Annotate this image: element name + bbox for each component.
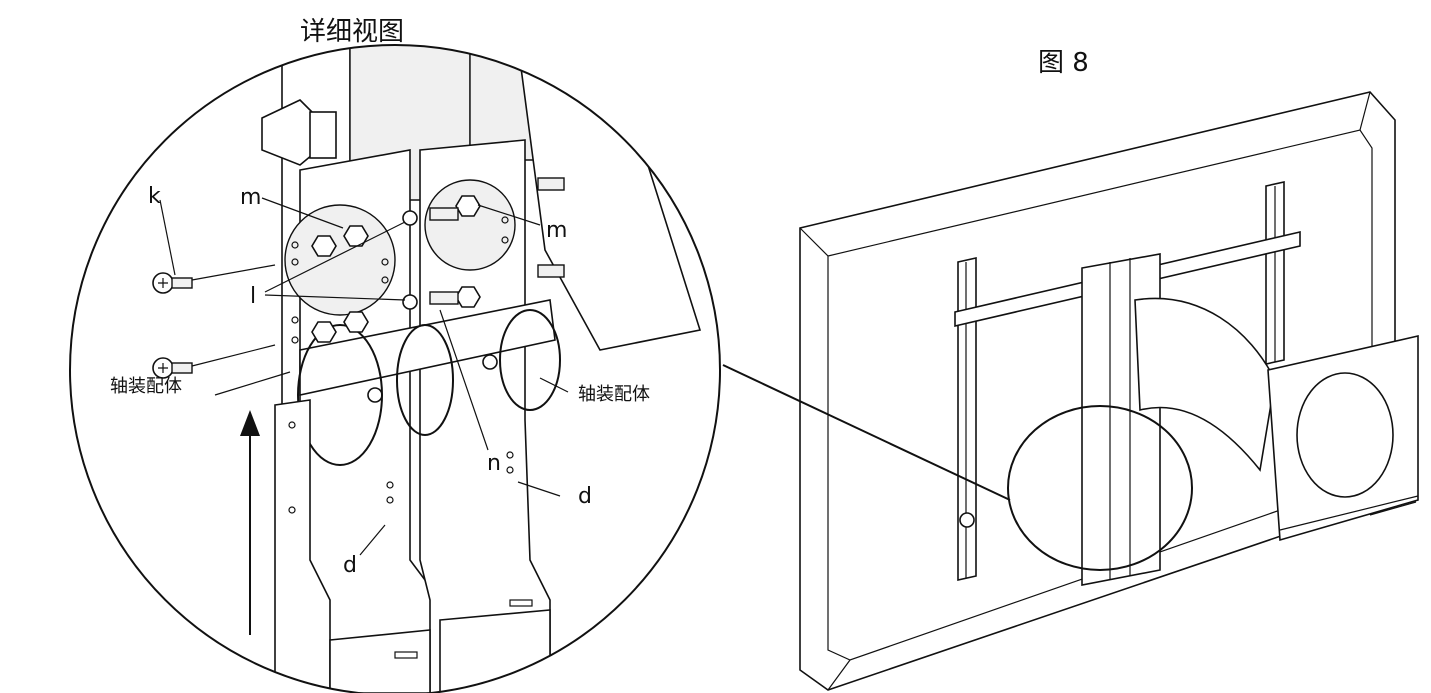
up-arrow: [240, 410, 260, 635]
center-arm: [1081, 253, 1276, 586]
bolts-n: [429, 177, 565, 305]
tv-bracket: [1267, 334, 1419, 542]
shaft-bar: [299, 299, 556, 396]
detail-leader-line: [722, 364, 1011, 501]
adjustment-knob: [261, 99, 337, 166]
figure-label: 图 8: [1038, 48, 1089, 78]
screw-k-lower: [152, 344, 276, 379]
callout-n: n: [487, 451, 501, 476]
detail-title: 详细视图: [300, 17, 404, 47]
front-slider-plate: [274, 399, 331, 693]
callout-shaft-left: 轴装配体: [110, 376, 182, 397]
callout-d-right: d: [578, 484, 592, 509]
overall-view: [722, 91, 1419, 691]
detail-view: [69, 44, 721, 693]
callout-l: l: [250, 284, 256, 309]
washer-upper: [402, 210, 418, 226]
detail-circle: [69, 44, 721, 693]
callout-shaft-right: 轴装配体: [578, 384, 650, 405]
callout-m-left: m: [240, 185, 261, 210]
right-wall-rail: [1265, 181, 1285, 365]
callout-d-left: d: [343, 553, 357, 578]
callout-leaders: [159, 197, 569, 556]
callout-k: k: [148, 184, 161, 209]
callout-m-right: m: [546, 218, 567, 243]
nuts-m: [311, 195, 481, 343]
left-wall-rail: [957, 257, 977, 581]
screw-k-upper: [152, 264, 276, 294]
washer-lower: [402, 294, 418, 310]
detail-marker-circle: [1007, 405, 1193, 571]
